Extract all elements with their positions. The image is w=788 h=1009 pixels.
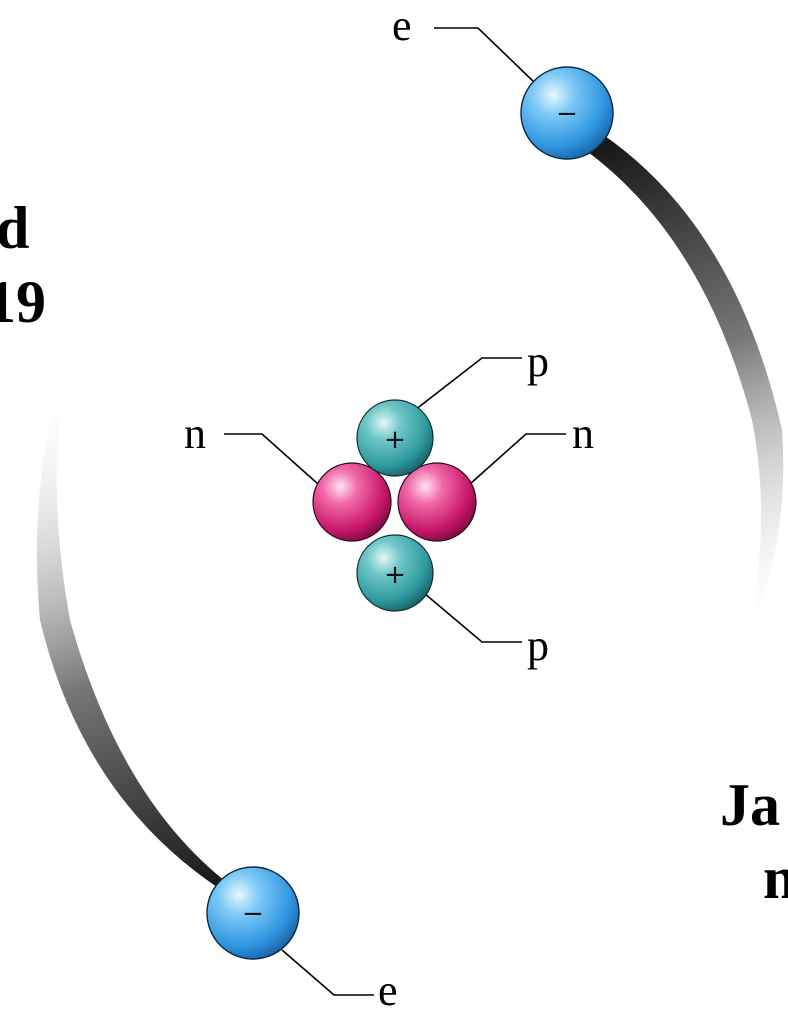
cropped-text-left-line1: d <box>0 195 30 261</box>
label-neutron-right: n <box>572 409 594 458</box>
electron-top <box>520 66 614 160</box>
cropped-text-left-line2: 19 <box>0 269 46 335</box>
label-proton-top: p <box>527 337 549 386</box>
proton-bottom <box>356 534 434 612</box>
label-neutron-left: n <box>184 409 206 458</box>
cropped-text-right-line1: Ja <box>720 772 780 838</box>
leader-neutron-left <box>224 433 319 485</box>
leader-proton-top <box>414 357 522 411</box>
proton-top-plus-sign: + <box>384 425 406 455</box>
proton-top <box>356 399 434 477</box>
label-electron-bottom: e <box>378 966 398 1009</box>
label-proton-bottom: p <box>527 621 549 670</box>
leader-neutron-right <box>469 433 566 485</box>
neutron-right <box>397 462 477 542</box>
leader-proton-bottom <box>417 587 522 643</box>
electron-bottom <box>206 866 300 960</box>
leader-electron-bottom <box>281 949 374 996</box>
cropped-text-right-line2: n <box>763 845 788 911</box>
neutron-left <box>312 462 392 542</box>
electron-top-minus-sign: − <box>556 99 578 129</box>
electron-bottom-minus-sign: − <box>242 899 264 929</box>
label-electron-top: e <box>392 1 412 50</box>
leader-electron-top <box>434 27 535 83</box>
orbit-trail-bottom <box>36 375 274 920</box>
orbit-trail-top <box>566 112 784 640</box>
proton-bottom-plus-sign: + <box>384 560 406 590</box>
